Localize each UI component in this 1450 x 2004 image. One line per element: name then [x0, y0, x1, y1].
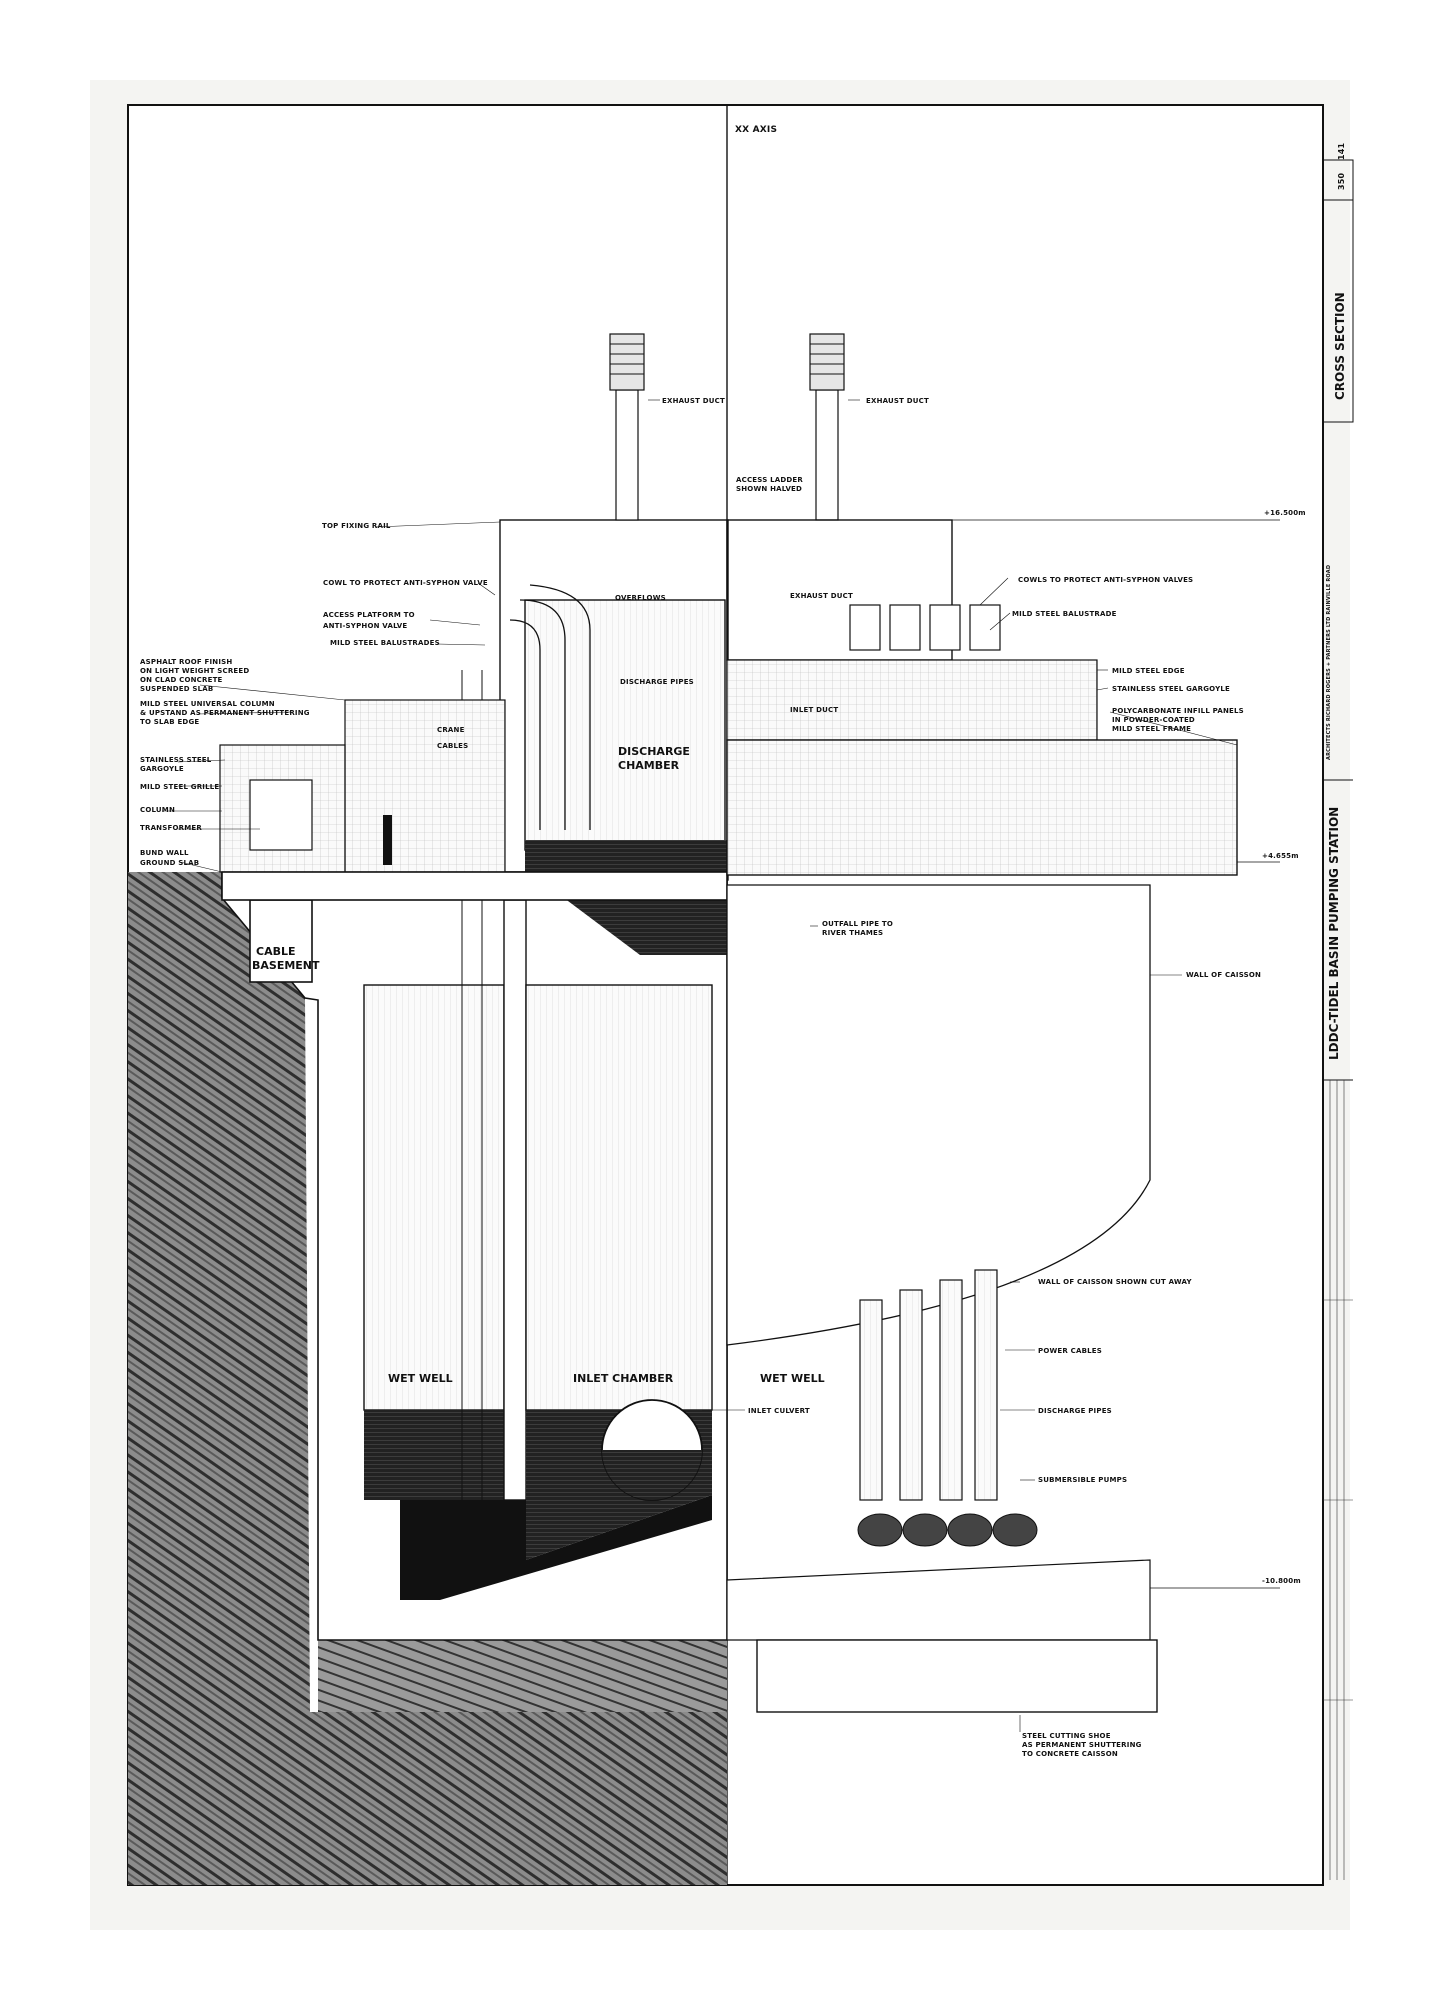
label-shoe-1: STEEL CUTTING SHOE — [1022, 1732, 1111, 1740]
drawing-type-title: CROSS SECTION — [1333, 292, 1347, 400]
label-column-1: MILD STEEL UNIVERSAL COLUMN — [140, 700, 275, 708]
label-inlet-duct: INLET DUCT — [790, 706, 838, 714]
label-column-2: & UPSTAND AS PERMANENT SHUTTERING — [140, 709, 310, 717]
architects-note: ARCHITECTS RICHARD ROGERS + PARTNERS LTD… — [1326, 565, 1332, 760]
label-balustrade: MILD STEEL BALUSTRADE — [1012, 610, 1117, 618]
label-cables: CABLES — [437, 742, 468, 750]
label-shoe-2: AS PERMANENT SHUTTERING — [1022, 1741, 1142, 1749]
label-outfall-1: OUTFALL PIPE TO — [822, 920, 893, 928]
label-pumps: SUBMERSIBLE PUMPS — [1038, 1476, 1127, 1484]
label-wall-caisson: WALL OF CAISSON — [1186, 971, 1261, 979]
discharge-chamber-label-2: CHAMBER — [618, 759, 680, 772]
cable-basement — [249, 899, 313, 983]
level-lines — [950, 519, 1280, 1589]
exhaust-duct-left — [609, 333, 645, 521]
xx-axis-label: XX AXIS — [735, 125, 777, 135]
cable-basement-label-2: BASEMENT — [252, 959, 320, 972]
label-gargoyle-1: STAINLESS STEEL — [140, 756, 212, 764]
label-cowls: COWLS TO PROTECT ANTI-SYPHON VALVES — [1018, 576, 1193, 584]
discharge-pipes-left — [509, 584, 591, 830]
sheet-number-b: 141 — [1337, 142, 1346, 160]
label-access-ladder-2: SHOWN HALVED — [736, 485, 802, 493]
inlet-chamber — [525, 984, 713, 1411]
label-crane: CRANE — [437, 726, 465, 734]
label-ground-slab: GROUND SLAB — [140, 859, 199, 867]
label-discharge-pipes-right: DISCHARGE PIPES — [1038, 1407, 1112, 1415]
label-top-fixing-rail: TOP FIXING RAIL — [322, 522, 391, 530]
ground-slab — [221, 871, 728, 901]
label-shoe-3: TO CONCRETE CAISSON — [1022, 1750, 1118, 1758]
label-balustrades: MILD STEEL BALUSTRADES — [330, 639, 440, 647]
sheet-number-a: 350 — [1337, 172, 1346, 190]
level-top: +16.500m — [1264, 509, 1306, 517]
label-overflows: OVERFLOWS — [615, 594, 666, 602]
wet-well-water — [364, 1410, 504, 1500]
label-poly-2: IN POWDER-COATED — [1112, 716, 1195, 724]
wet-well-right-label: WET WELL — [760, 1372, 825, 1385]
person-figure — [383, 815, 392, 865]
transformer-hall — [344, 699, 506, 873]
label-transformer: TRANSFORMER — [140, 824, 202, 832]
label-exhaust-duct-left: EXHAUST DUCT — [662, 397, 725, 405]
label-discharge-pipes: DISCHARGE PIPES — [620, 678, 694, 686]
wet-well-left — [363, 984, 505, 1411]
discharge-chamber — [524, 599, 726, 851]
label-grille: MILD STEEL GRILLE — [140, 783, 219, 791]
label-asphalt-2: ON LIGHT WEIGHT SCREED — [140, 667, 249, 675]
level-base: -10.800m — [1262, 1577, 1301, 1585]
label-power-cables: POWER CABLES — [1038, 1347, 1102, 1355]
central-wall — [503, 899, 527, 1501]
caisson-wall — [726, 884, 1151, 1346]
cowls-anti-syphon — [849, 604, 1001, 651]
wet-well-left-label: WET WELL — [388, 1372, 453, 1385]
cable-basement-label-1: CABLE — [256, 945, 296, 958]
label-column: COLUMN — [140, 806, 175, 814]
label-asphalt-3: ON CLAD CONCRETE — [140, 676, 223, 684]
label-access-ladder-1: ACCESS LADDER — [736, 476, 803, 484]
label-bund-wall: BUND WALL — [140, 849, 189, 857]
inlet-chamber-label: INLET CHAMBER — [573, 1372, 674, 1385]
label-outfall-2: RIVER THAMES — [822, 929, 883, 937]
ground-hatching — [128, 872, 727, 1885]
label-column-3: TO SLAB EDGE — [140, 718, 199, 726]
well-sump — [400, 1495, 712, 1600]
exhaust-duct-right — [809, 333, 845, 521]
well-floor-slab — [318, 1640, 727, 1712]
label-exhaust-duct-right: EXHAUST DUCT — [866, 397, 929, 405]
pump-risers — [859, 1269, 998, 1501]
inlet-culvert-water — [602, 1450, 702, 1500]
label-gargoyle-2: GARGOYLE — [140, 765, 184, 773]
discharge-chamber-label-1: DISCHARGE — [618, 745, 690, 758]
level-ground: +4.655m — [1262, 852, 1299, 860]
label-access-platform-1: ACCESS PLATFORM TO — [323, 611, 415, 619]
label-exhaust-duct-small: EXHAUST DUCT — [790, 592, 853, 600]
label-poly-1: POLYCARBONATE INFILL PANELS — [1112, 707, 1244, 715]
polycarbonate-enclosure — [726, 739, 1238, 876]
label-asphalt-4: SUSPENDED SLAB — [140, 685, 213, 693]
title-block: 350 141 CROSS SECTION LDDC-TIDEL BASIN P… — [1322, 105, 1354, 1885]
steel-cutting-shoe — [756, 1639, 1158, 1713]
submersible-pumps — [857, 1513, 1038, 1547]
label-edge: MILD STEEL EDGE — [1112, 667, 1185, 675]
label-access-platform-2: ANTI-SYPHON VALVE — [323, 622, 407, 630]
transformer — [249, 779, 313, 851]
label-cowl: COWL TO PROTECT ANTI-SYPHON VALVE — [323, 579, 488, 587]
plant-deck — [726, 659, 1098, 741]
project-title: LDDC-TIDEL BASIN PUMPING STATION — [1327, 807, 1341, 1060]
label-poly-3: MILD STEEL FRAME — [1112, 725, 1191, 733]
leader-lines — [162, 399, 1238, 1732]
label-gargoyle: STAINLESS STEEL GARGOYLE — [1112, 685, 1230, 693]
label-asphalt-1: ASPHALT ROOF FINISH — [140, 658, 232, 666]
label-wall-cut: WALL OF CAISSON SHOWN CUT AWAY — [1038, 1278, 1192, 1286]
label-inlet-culvert: INLET CULVERT — [748, 1407, 810, 1415]
